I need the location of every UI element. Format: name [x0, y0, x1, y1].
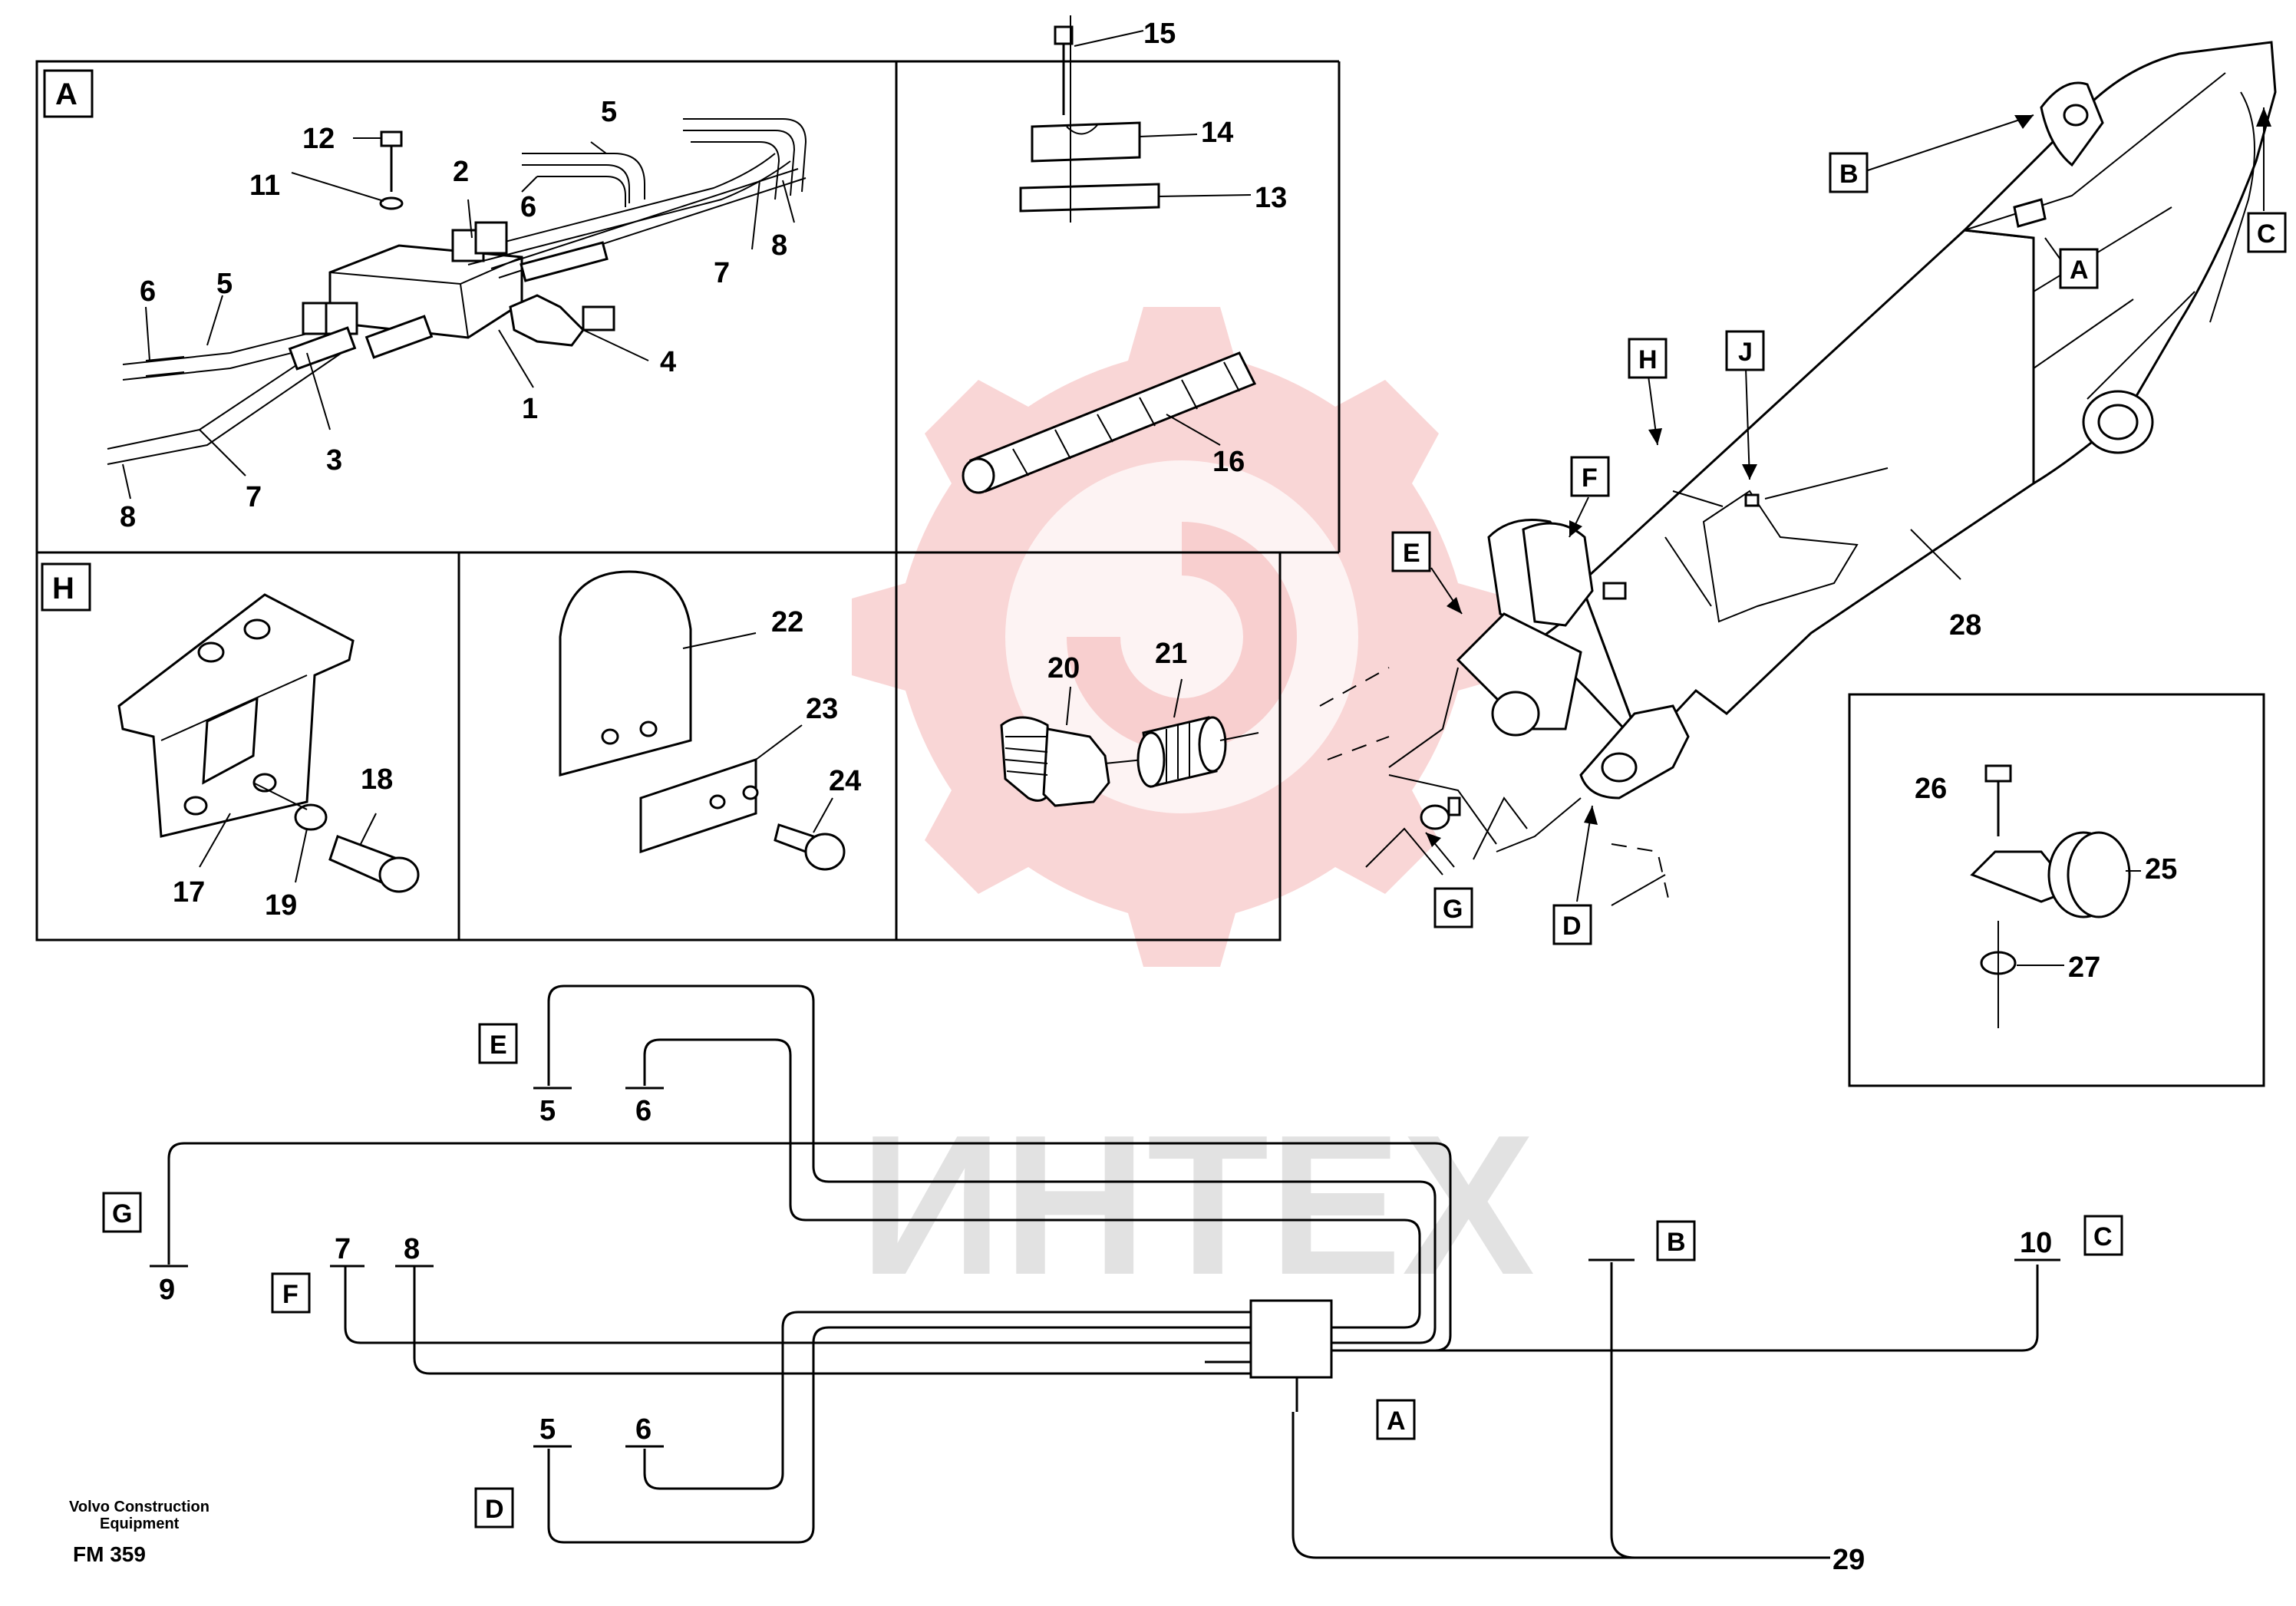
part-number-7-top: 7: [714, 257, 730, 289]
clip-assembly: [1970, 764, 2141, 1028]
boom-label-j: J: [1738, 338, 1753, 367]
boom-label-g-box: [1433, 887, 1473, 928]
schematic-number-6-bottom: 6: [635, 1413, 652, 1446]
part-number-17: 17: [173, 876, 205, 909]
hose-routing-schematic: [150, 984, 2060, 1559]
schematic-label-g: G: [112, 1199, 132, 1228]
schematic-label-a-box: [1376, 1399, 1416, 1440]
boom-label-c-box: [2247, 212, 2287, 253]
schematic-number-29: 29: [1833, 1544, 1865, 1576]
schematic-label-b-box: [1656, 1220, 1696, 1261]
schematic-label-c: C: [2093, 1222, 2113, 1251]
plate-assembly: [559, 570, 846, 871]
part-number-22: 22: [771, 606, 803, 638]
boom-label-d: D: [1562, 912, 1582, 941]
boom-illustration: [1319, 41, 2277, 906]
boom-label-h: H: [1638, 345, 1658, 374]
boom-label-h-box: [1628, 338, 1668, 379]
panel-h-label: H: [52, 572, 74, 605]
part-number-14: 14: [1201, 117, 1233, 149]
part-number-24: 24: [829, 765, 861, 797]
schematic-number-8: 8: [404, 1233, 420, 1265]
footer-company-line1: Volvo Construction: [69, 1499, 209, 1515]
boom-label-b-box: [1829, 152, 1869, 193]
part-number-8-left: 8: [120, 501, 136, 533]
part-number-23: 23: [806, 693, 838, 725]
boom-label-j-box: [1725, 330, 1765, 371]
schematic-label-e-box: [478, 1023, 518, 1064]
part-number-4: 4: [660, 346, 676, 378]
part-number-25: 25: [2145, 853, 2177, 885]
part-number-13: 13: [1255, 182, 1287, 214]
schematic-number-10: 10: [2020, 1227, 2052, 1259]
schematic-label-e: E: [490, 1031, 507, 1060]
clamp-assembly: [962, 15, 1257, 494]
schematic-label-b: B: [1667, 1228, 1686, 1257]
schematic-number-5-top: 5: [539, 1095, 556, 1127]
boom-label-e: E: [1403, 539, 1420, 568]
part-number-27: 27: [2068, 951, 2100, 984]
part-number-28: 28: [1949, 609, 1981, 641]
panel-20-21-frame: [895, 551, 1282, 942]
valve-block-assembly: [107, 118, 807, 500]
part-number-26: 26: [1915, 773, 1947, 805]
schematic-label-d: D: [485, 1495, 504, 1524]
boom-label-a: A: [2070, 256, 2089, 285]
boom-label-c: C: [2257, 219, 2276, 249]
part-number-19: 19: [265, 889, 297, 922]
panel-h-label-box: [41, 562, 91, 612]
part-number-6-left: 6: [140, 275, 156, 308]
part-number-16: 16: [1212, 446, 1245, 478]
watermark-text: ИНТЕХ: [859, 1094, 1536, 1317]
boom-label-f: F: [1582, 463, 1598, 493]
boom-label-a-box: [2059, 248, 2099, 289]
part-number-2: 2: [453, 156, 469, 188]
schematic-label-g-box: [102, 1192, 142, 1233]
schematic-number-9: 9: [159, 1274, 175, 1306]
schematic-label-f: F: [282, 1280, 299, 1309]
panel-a-label: A: [55, 77, 78, 111]
boom-label-f-box: [1570, 456, 1610, 497]
part-number-5-left: 5: [216, 268, 233, 300]
fittings-assembly: [1000, 678, 1259, 807]
part-number-7-left: 7: [246, 481, 262, 513]
bracket-assembly: [117, 593, 420, 893]
part-number-5-top: 5: [601, 96, 617, 128]
part-number-15: 15: [1143, 18, 1176, 50]
schematic-label-f-box: [271, 1272, 311, 1314]
boom-label-b: B: [1839, 160, 1859, 189]
part-number-1: 1: [522, 393, 538, 425]
footer-company-line2: Equipment: [100, 1515, 180, 1532]
schematic-label-a: A: [1387, 1406, 1406, 1436]
schematic-label-d-box: [474, 1487, 514, 1529]
panel-a-label-box: [43, 69, 94, 118]
schematic-number-6-top: 6: [635, 1095, 652, 1127]
part-number-18: 18: [361, 763, 393, 796]
schematic-valve-block: [1249, 1299, 1333, 1379]
part-number-12: 12: [302, 123, 335, 155]
schematic-number-5-bottom: 5: [539, 1413, 556, 1446]
part-number-21: 21: [1155, 638, 1187, 670]
boom-label-d-box: [1552, 904, 1592, 945]
schematic-label-c-box: [2083, 1215, 2123, 1256]
part-number-8-top: 8: [771, 229, 787, 262]
part-number-11: 11: [249, 170, 280, 202]
part-number-6-top: 6: [520, 191, 536, 223]
part-number-3: 3: [326, 444, 342, 477]
boom-label-e-box: [1391, 531, 1431, 572]
schematic-number-7: 7: [335, 1233, 351, 1265]
footer-drawing-code: FM 359: [73, 1542, 146, 1566]
boom-label-g: G: [1443, 895, 1463, 924]
boom-callouts: B C A H J F E G D: [1391, 107, 2287, 945]
panel-25-27-frame: [1848, 693, 2265, 1087]
part-number-20: 20: [1047, 652, 1080, 684]
